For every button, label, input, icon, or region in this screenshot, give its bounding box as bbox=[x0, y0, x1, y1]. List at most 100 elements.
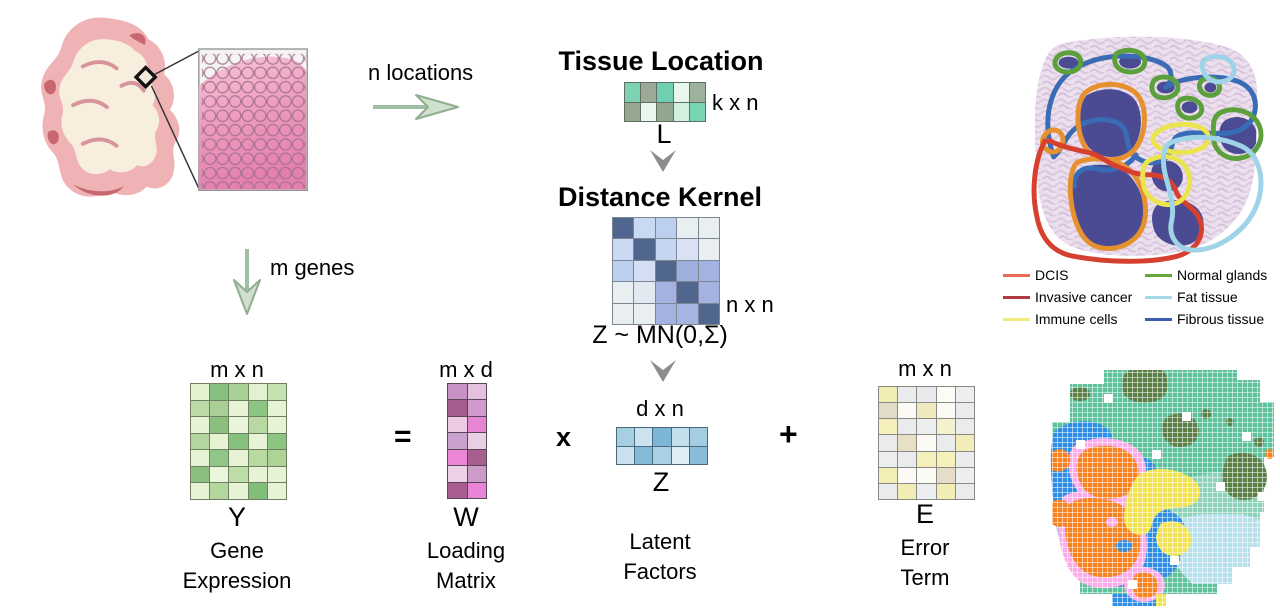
label-E-dims: m x n bbox=[898, 356, 952, 381]
matrix-cell bbox=[677, 218, 698, 239]
legend-column: Normal glands Fat tissue Fibrous tissue bbox=[1144, 266, 1278, 328]
matrix-cell bbox=[210, 417, 229, 433]
matrix-cell bbox=[673, 83, 689, 102]
matrix-cell bbox=[655, 260, 677, 282]
matrix-cell bbox=[248, 400, 267, 417]
matrix-L bbox=[624, 82, 706, 122]
matrix-Y bbox=[190, 383, 287, 500]
histology-image bbox=[1031, 36, 1264, 264]
matrix-cell bbox=[613, 218, 634, 239]
matrix-E bbox=[878, 386, 975, 500]
spot-grid bbox=[201, 53, 306, 189]
legend-item: Immune cells bbox=[1003, 310, 1141, 328]
legend-swatch bbox=[1144, 317, 1172, 321]
legend-label: Fat tissue bbox=[1176, 289, 1238, 305]
matrix-cell bbox=[467, 433, 486, 449]
legend-column: DCIS Invasive cancer Immune cells bbox=[1003, 266, 1141, 328]
matrix-cell bbox=[448, 482, 467, 498]
matrix-cell bbox=[917, 387, 936, 403]
matrix-cell bbox=[617, 428, 635, 446]
legend-swatch bbox=[1003, 295, 1030, 299]
matrix-cell bbox=[634, 282, 655, 303]
legend-swatch bbox=[1144, 295, 1172, 299]
matrix-cell bbox=[955, 435, 974, 451]
matrix-cell bbox=[653, 428, 671, 446]
matrix-cell bbox=[467, 400, 486, 416]
matrix-cell bbox=[267, 433, 286, 450]
matrix-cell bbox=[673, 102, 689, 121]
label-E-symbol: E bbox=[915, 499, 935, 529]
matrix-cell bbox=[955, 483, 974, 499]
legend: DCIS Invasive cancer Immune cells Normal… bbox=[1003, 266, 1278, 328]
matrix-cell bbox=[936, 467, 955, 483]
matrix-cell bbox=[191, 466, 210, 483]
matrix-cell bbox=[613, 282, 634, 303]
matrix-cell bbox=[898, 467, 917, 483]
matrix-cell bbox=[955, 403, 974, 419]
matrix-cell bbox=[635, 446, 653, 464]
matrix-cell bbox=[229, 384, 248, 400]
matrix-cell bbox=[879, 435, 898, 451]
label-n-locations: n locations bbox=[368, 60, 474, 85]
matrix-cell bbox=[210, 433, 229, 450]
matrix-cell bbox=[248, 450, 267, 466]
dcis-outline bbox=[1075, 81, 1147, 163]
matrix-cell bbox=[634, 239, 655, 260]
glands-outline bbox=[1052, 47, 1264, 161]
matrix-cell bbox=[229, 433, 248, 450]
legend-label: Invasive cancer bbox=[1035, 289, 1133, 305]
matrix-cell bbox=[677, 303, 698, 324]
label-Y-dims: m x n bbox=[210, 357, 264, 382]
brain-sulci bbox=[71, 60, 146, 148]
matrix-cell bbox=[898, 419, 917, 435]
label-distribution: Z ~ MN(0,Σ) bbox=[592, 321, 728, 349]
matrix-cell bbox=[657, 83, 673, 102]
matrix-cell bbox=[898, 483, 917, 499]
label-Z-symbol: Z bbox=[652, 467, 670, 497]
legend-label: Fibrous tissue bbox=[1176, 311, 1265, 327]
matrix-cell bbox=[191, 417, 210, 433]
matrix-cell bbox=[625, 102, 641, 121]
matrix-cell bbox=[698, 239, 719, 260]
brain-inner bbox=[59, 39, 160, 175]
right-arrow-icon bbox=[373, 94, 459, 120]
matrix-cell bbox=[955, 451, 974, 467]
legend-label: Normal glands bbox=[1176, 267, 1268, 283]
matrix-cell bbox=[879, 483, 898, 499]
legend-item: Normal glands bbox=[1144, 266, 1278, 284]
operator-plus: + bbox=[779, 416, 798, 452]
matrix-cell bbox=[936, 435, 955, 451]
matrix-cell bbox=[467, 416, 486, 433]
matrix-cell bbox=[210, 450, 229, 466]
matrix-cell bbox=[955, 419, 974, 435]
matrix-cell bbox=[677, 239, 698, 260]
matrix-cell bbox=[898, 451, 917, 467]
matrix-cell bbox=[879, 467, 898, 483]
legend-item: Fat tissue bbox=[1144, 288, 1278, 306]
matrix-cell bbox=[955, 467, 974, 483]
matrix-cell bbox=[248, 433, 267, 450]
matrix-cell bbox=[671, 428, 689, 446]
matrix-cell bbox=[229, 400, 248, 417]
matrix-cell bbox=[698, 282, 719, 303]
cluster-map-image bbox=[1037, 362, 1274, 608]
title-distance-kernel: Distance Kernel bbox=[557, 182, 763, 212]
matrix-cell bbox=[689, 102, 705, 121]
matrix-cell bbox=[917, 451, 936, 467]
matrix-cell bbox=[653, 446, 671, 464]
matrix-cell bbox=[936, 483, 955, 499]
title-tissue-location: Tissue Location bbox=[558, 46, 764, 76]
label-L-symbol: L bbox=[656, 119, 672, 149]
label-m-genes: m genes bbox=[270, 255, 355, 280]
operator-equals: = bbox=[394, 420, 412, 453]
immune-outline bbox=[1150, 121, 1211, 155]
label-W-dims: m x d bbox=[439, 357, 493, 382]
legend-item: Fibrous tissue bbox=[1144, 310, 1278, 328]
matrix-cell bbox=[917, 467, 936, 483]
matrix-cell bbox=[655, 239, 677, 260]
caption-loading-matrix: Loading Matrix bbox=[426, 538, 506, 593]
matrix-cell bbox=[248, 466, 267, 483]
matrix-cell bbox=[625, 83, 641, 102]
label-W-symbol: W bbox=[453, 502, 479, 532]
